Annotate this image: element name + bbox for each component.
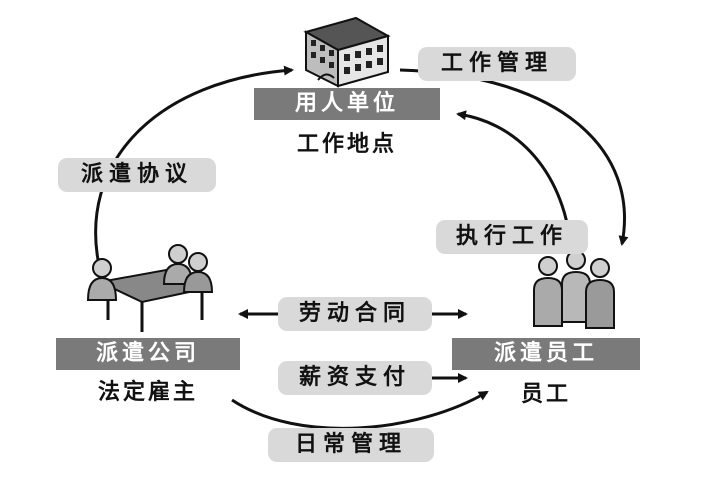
work-management-label: 工作管理 [418,47,576,81]
employee-sublabel: 员工 [520,382,571,407]
daily-management-label: 日常管理 [268,428,434,462]
labor-contract-label: 劳动合同 [278,297,432,331]
dispatch-agreement-label: 派遣协议 [58,158,216,192]
employer-sublabel: 工作地点 [296,132,397,157]
meeting-table-icon [86,244,214,332]
people-group-icon [533,250,615,329]
office-building-icon [303,16,391,88]
employee-label: 派遣员工 [452,338,640,370]
agency-label: 派遣公司 [56,338,240,370]
employer-label: 用人单位 [254,88,440,120]
execute-work-label: 执行工作 [436,220,588,254]
arrow-daily-management [231,390,489,430]
agency-sublabel: 法定雇主 [97,380,198,405]
salary-payment-label: 薪资支付 [278,361,432,395]
arrow-dispatch-agreement [94,65,294,271]
